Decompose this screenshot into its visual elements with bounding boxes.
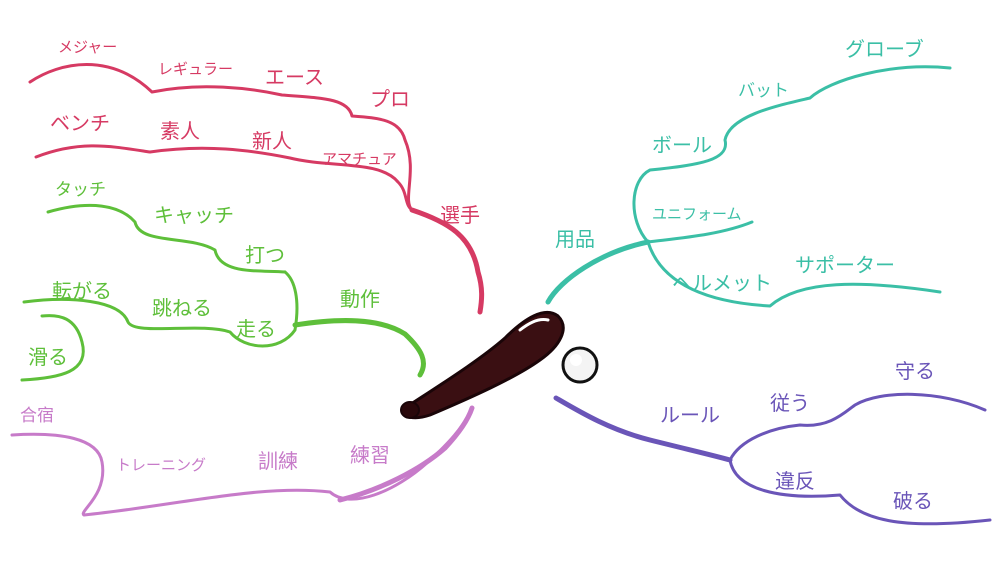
senshu-label: 選手: [440, 203, 480, 227]
yohin-sub-bat: バット: [738, 81, 789, 101]
branch-dousa: タッチ キャッチ 打つ 転がる 跳ねる 走る 滑る 動作: [20, 180, 426, 382]
rule-sub-ihan: 違反: [775, 469, 815, 493]
rule-line-top: [728, 392, 987, 462]
dousa-sub-touch: タッチ: [55, 180, 106, 200]
renshu-label: 練習: [350, 443, 390, 467]
senshu-sub-major: メジャー: [58, 38, 117, 56]
senshu-sub-regular: レギュラー: [158, 60, 233, 78]
senshu-sub-shinjin: 新人: [252, 129, 292, 153]
yohin-main-line: [545, 239, 651, 305]
dousa-main-line: [292, 318, 426, 378]
yohin-line-top: [632, 65, 952, 244]
renshu-main-line: [337, 405, 475, 503]
branch-senshu: メジャー レギュラー エース プロ ベンチ 素人 新人 アマチュア 選手: [28, 38, 485, 315]
baseball-bat-icon: [400, 310, 565, 420]
rule-sub-yaburu: 破る: [893, 489, 933, 513]
dousa-sub-haneru: 跳ねる: [152, 296, 212, 320]
senshu-line-2: [34, 144, 414, 212]
dousa-sub-suberu: 滑る: [28, 345, 68, 369]
yohin-line-bottom: [646, 240, 942, 308]
senshu-sub-pro: プロ: [370, 87, 410, 111]
senshu-line-1: [28, 63, 414, 212]
dousa-label: 動作: [340, 287, 380, 311]
dousa-sub-utsu: 打つ: [245, 243, 285, 267]
yohin-sub-uniform: ユニフォーム: [652, 205, 742, 223]
yohin-line-mid: [646, 220, 754, 244]
dousa-line-3: [20, 314, 85, 382]
yohin-sub-ball: ボール: [652, 133, 712, 157]
rule-main-line: [553, 395, 733, 463]
renshu-sub-gasshuku: 合宿: [20, 406, 54, 426]
dousa-sub-hashiru: 走る: [236, 317, 276, 341]
senshu-main-line: [409, 207, 485, 315]
branch-renshu: 合宿 トレーニング 訓練 練習: [10, 405, 475, 517]
senshu-sub-ace: エース: [265, 65, 324, 89]
branch-yohin: 用品 ボール バット グローブ ユニフォーム ヘルメット サポーター: [545, 37, 952, 308]
senshu-sub-shirouto: 素人: [160, 119, 200, 143]
renshu-line: [10, 410, 472, 517]
dousa-sub-korogaru: 転がる: [52, 279, 112, 303]
yohin-sub-helmet: ヘルメット: [672, 271, 772, 295]
rule-sub-mamoru: 守る: [895, 359, 935, 383]
renshu-sub-kunren: 訓練: [258, 449, 298, 473]
dousa-line-1: [46, 203, 287, 274]
rule-label: ルール: [660, 403, 720, 427]
yohin-sub-glove: グローブ: [845, 37, 924, 61]
senshu-sub-amateur: アマチュア: [322, 150, 397, 168]
branch-rule: ルール 従う 守る 違反 破る: [553, 359, 992, 526]
yohin-sub-supporter: サポーター: [795, 253, 895, 277]
rule-sub-shitagau: 従う: [770, 391, 810, 415]
baseball-icon: [561, 346, 599, 384]
yohin-label: 用品: [555, 227, 595, 251]
senshu-sub-bench: ベンチ: [50, 111, 110, 135]
renshu-sub-training: トレーニング: [116, 456, 206, 474]
dousa-line-2: [22, 270, 299, 348]
rule-line-bottom: [728, 458, 992, 526]
dousa-sub-catch: キャッチ: [154, 203, 234, 227]
